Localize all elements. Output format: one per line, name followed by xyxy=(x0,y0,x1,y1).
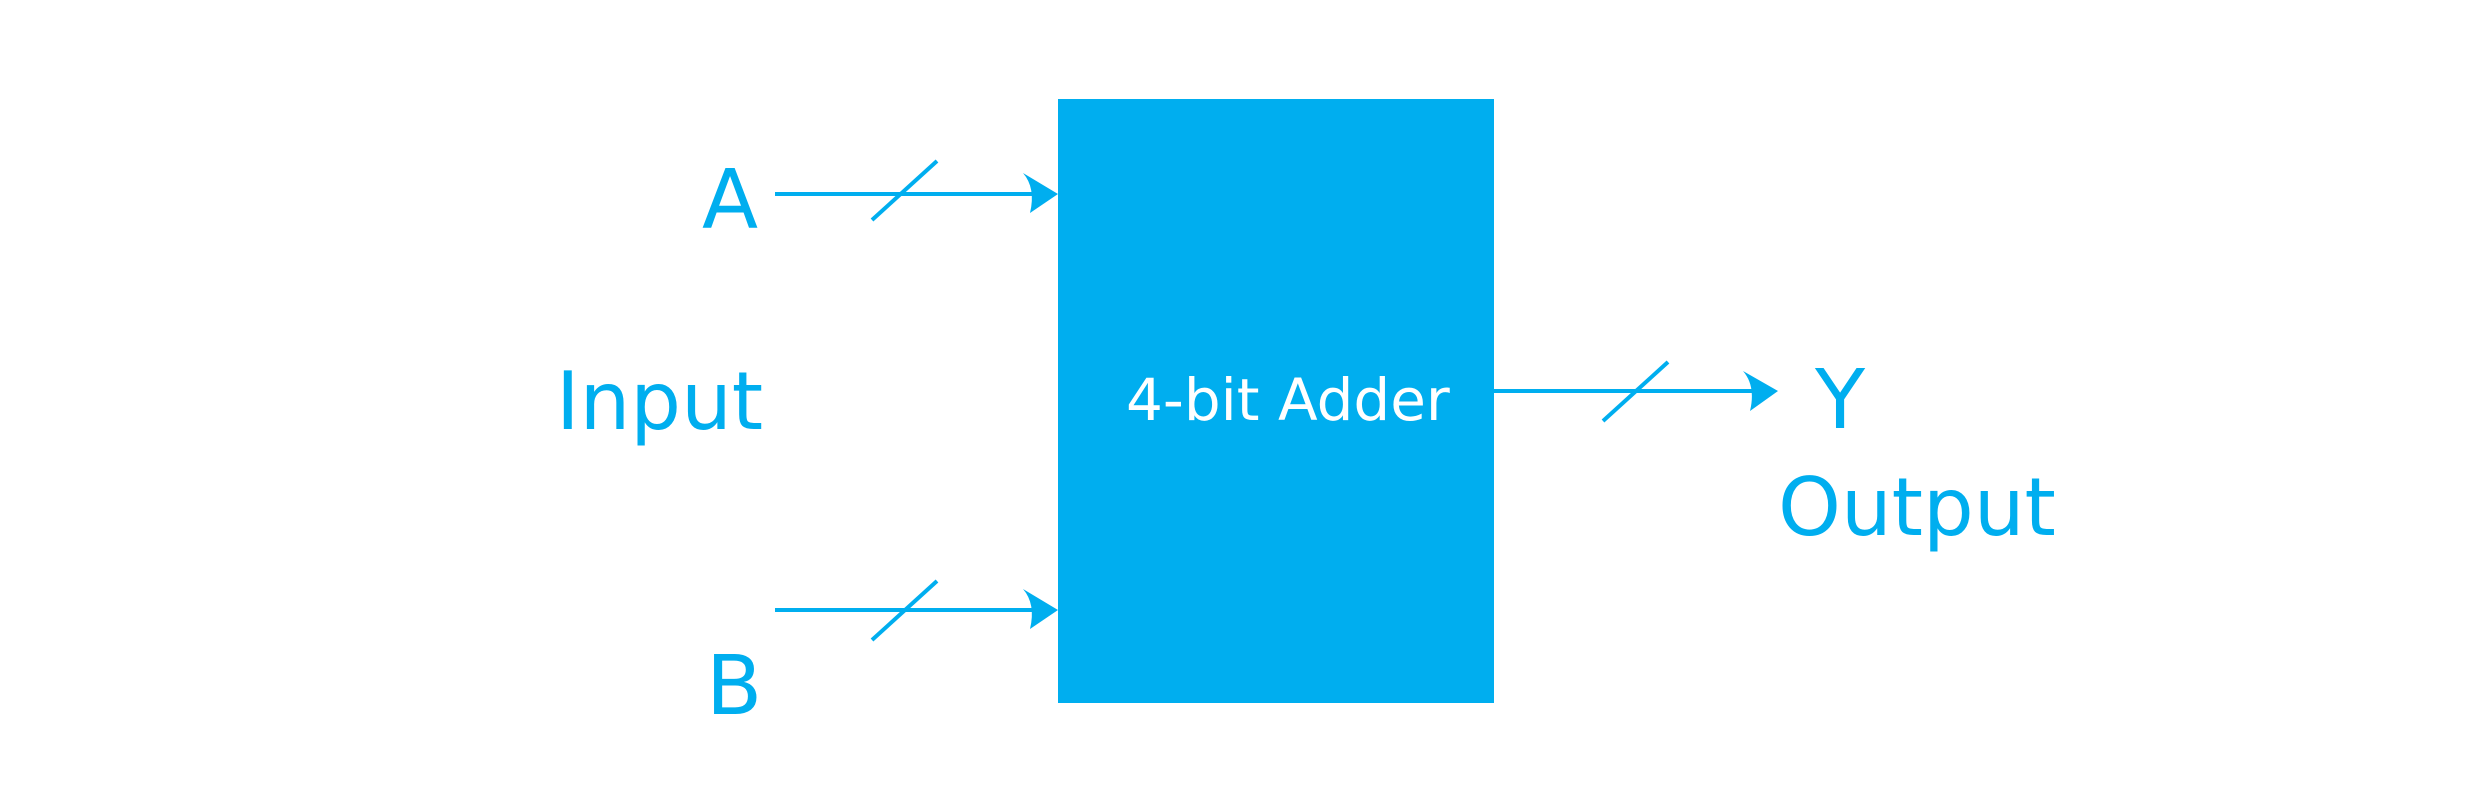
input-a-label: A xyxy=(702,153,759,248)
input-b-bus-slash xyxy=(870,579,939,642)
input-b-label: B xyxy=(706,639,763,734)
adder-block-title: 4-bit Adder xyxy=(1126,366,1450,434)
input-b-arrowhead xyxy=(1023,589,1058,629)
output-y-arrowhead xyxy=(1743,371,1778,411)
output-y-label: Y xyxy=(1815,353,1866,448)
input-a-bus-slash xyxy=(870,159,939,222)
input-a-arrowhead xyxy=(1023,173,1058,213)
output-group-label: Output xyxy=(1778,461,2056,554)
adder-block xyxy=(1058,99,1494,703)
input-group-label: Input xyxy=(556,355,764,448)
output-y-bus-slash xyxy=(1601,360,1670,423)
